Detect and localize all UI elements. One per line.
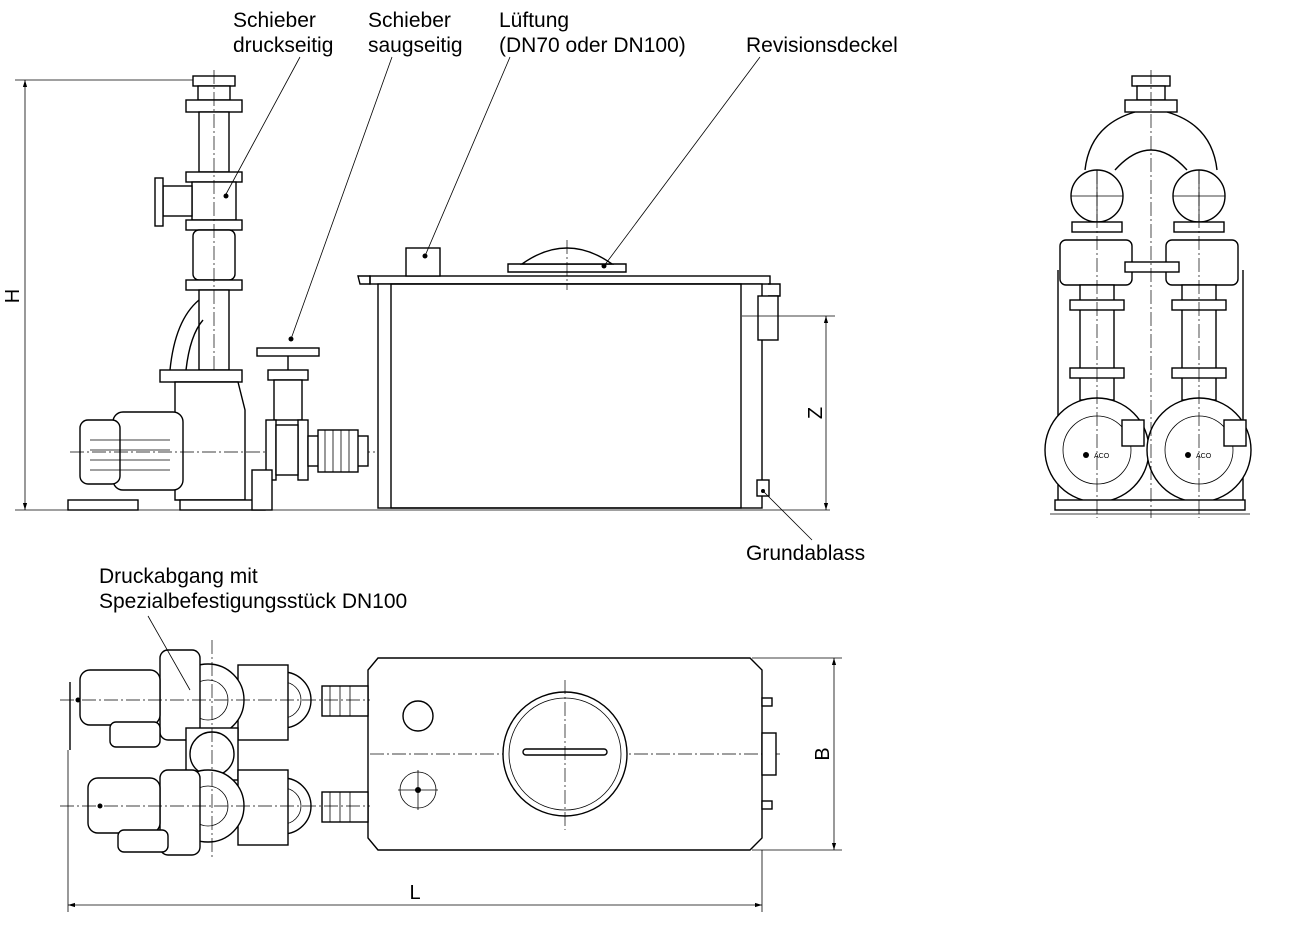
label-druckabgang-2: Spezialbefestigungsstück DN100 bbox=[99, 590, 407, 613]
dimension-z: Z bbox=[742, 315, 835, 510]
suction-valve-side bbox=[251, 336, 369, 511]
dimension-l: L bbox=[67, 750, 763, 912]
dimension-z-label: Z bbox=[805, 407, 827, 419]
pump-side bbox=[67, 369, 380, 511]
label-lueftung-1: Lüftung bbox=[499, 9, 569, 32]
leader-schieber-druck bbox=[224, 56, 301, 197]
dimension-b: B bbox=[752, 657, 842, 851]
label-schieber-saug-2: saugseitig bbox=[368, 34, 463, 57]
dimension-b-label: B bbox=[812, 747, 834, 760]
label-schieber-druck-2: druckseitig bbox=[233, 34, 333, 57]
leader-grundablass bbox=[762, 490, 813, 541]
label-druckabgang-1: Druckabgang mit bbox=[99, 565, 258, 588]
tank-side bbox=[357, 240, 781, 509]
label-schieber-druck-1: Schieber bbox=[233, 9, 316, 32]
discharge-pipe bbox=[154, 70, 243, 510]
label-schieber-saug-1: Schieber bbox=[368, 9, 451, 32]
label-lueftung-2: (DN70 oder DN100) bbox=[499, 34, 686, 57]
side-view: H bbox=[2, 56, 835, 541]
dimension-l-label: L bbox=[409, 882, 420, 904]
top-view: L B bbox=[60, 615, 842, 912]
front-view: ACO ACO bbox=[1044, 70, 1252, 518]
dimension-h-label: H bbox=[2, 289, 24, 303]
leader-schieber-saug bbox=[290, 56, 393, 340]
leader-druckabgang bbox=[147, 615, 191, 691]
pump-brand-left: ACO bbox=[1094, 453, 1110, 460]
label-revisionsdeckel: Revisionsdeckel bbox=[746, 34, 898, 57]
label-grundablass: Grundablass bbox=[746, 542, 865, 565]
dimension-h: H bbox=[2, 79, 200, 510]
pump-brand-right: ACO bbox=[1196, 453, 1212, 460]
leader-revisionsdeckel bbox=[603, 56, 761, 267]
leader-lueftung bbox=[424, 56, 511, 257]
callout-labels: Schieber druckseitig Schieber saugseitig… bbox=[99, 9, 898, 613]
